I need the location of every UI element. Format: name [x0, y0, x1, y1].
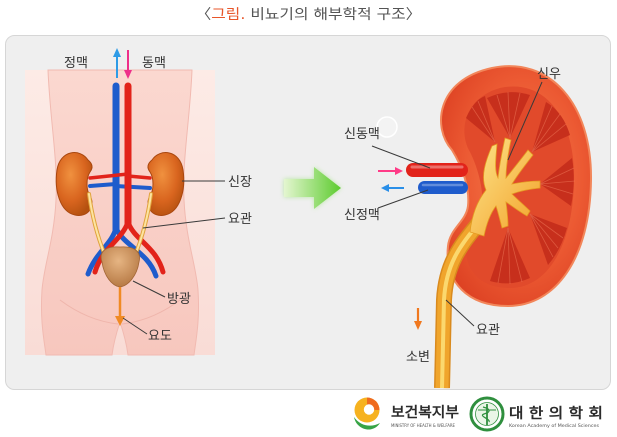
highlight-circle	[376, 116, 398, 138]
renal-artery-leader-line	[371, 145, 431, 169]
bladder	[100, 246, 140, 288]
renal-pyramid	[490, 228, 530, 284]
kidney-label: 신장	[228, 175, 252, 190]
figure-title: 〈그림. 비뇨기의 해부학적 구조〉	[196, 7, 422, 23]
kams-english-name: Korean Academy of Medical Sciences	[509, 423, 600, 429]
left-iliac-artery	[92, 219, 131, 275]
body-view: 정맥 동맥 신장 요관 방광 요도	[25, 48, 252, 356]
title-text: 비뇨기의 해부학적 구조〉	[245, 7, 421, 23]
arrow-down-icon	[414, 308, 422, 330]
mohw-name: 보건복지부	[391, 404, 459, 421]
renal-pyramid	[487, 92, 530, 138]
kams-logo: 대 한 의 학 회 Korean Academy of Medical Scie…	[469, 396, 603, 432]
urethra-label: 요도	[148, 329, 172, 344]
left-kidney	[55, 152, 93, 216]
renal-pyramid	[530, 214, 567, 265]
bladder-leader-line	[132, 280, 166, 298]
right-renal-artery	[126, 174, 152, 180]
pyramid-striations	[471, 91, 576, 285]
renal-vein-label: 신정맥	[344, 208, 380, 223]
mohw-logo: 보건복지부 MINISTRY OF HEALTH & WELFARE	[354, 397, 459, 430]
urethra-leader-line	[122, 317, 148, 335]
urine-label: 소변	[406, 350, 430, 365]
right-kidney	[147, 152, 185, 216]
ureter-label: 요관	[228, 212, 252, 227]
right-iliac-artery	[125, 219, 166, 275]
ureter-leader-line	[445, 299, 475, 327]
groin-lines	[59, 299, 181, 325]
mohw-english-name: MINISTRY OF HEALTH & WELFARE	[391, 423, 455, 429]
renal-artery	[406, 163, 468, 177]
renal-pyramid	[540, 158, 574, 206]
renal-artery-label: 신동맥	[344, 127, 380, 142]
title-figure-label: 그림.	[211, 7, 245, 23]
great-vessels	[85, 82, 166, 279]
renal-pelvis-leader-line	[507, 81, 543, 161]
kams-name: 대 한 의 학 회	[509, 405, 603, 422]
arrow-down-icon	[124, 50, 132, 79]
left-renal-artery	[88, 172, 130, 180]
kams-emblem-icon	[469, 396, 505, 432]
mohw-emblem-icon	[354, 397, 380, 430]
ureter-label: 요관	[476, 323, 500, 338]
right-renal-vein	[114, 184, 152, 190]
bladder-label: 방광	[167, 292, 191, 307]
arrow-right-icon	[378, 167, 403, 175]
ureter-leader-line	[142, 217, 226, 229]
renal-vein	[418, 181, 468, 194]
arrow-right-icon	[284, 167, 341, 209]
renal-pelvis	[469, 137, 541, 237]
arrow-up-icon	[113, 48, 121, 78]
artery-label: 동맥	[142, 56, 166, 71]
renal-pelvis-label: 신우	[537, 67, 561, 82]
renal-vein-leader-line	[377, 189, 429, 209]
kidney-section-view: 신우 신동맥 신정맥 요관 소변	[344, 65, 593, 389]
title-open-bracket: 〈	[196, 7, 212, 23]
left-renal-vein	[88, 182, 118, 188]
arrow-left-icon	[381, 184, 404, 192]
urethra-arrow-icon	[115, 287, 125, 326]
vein-label: 정맥	[64, 56, 88, 71]
